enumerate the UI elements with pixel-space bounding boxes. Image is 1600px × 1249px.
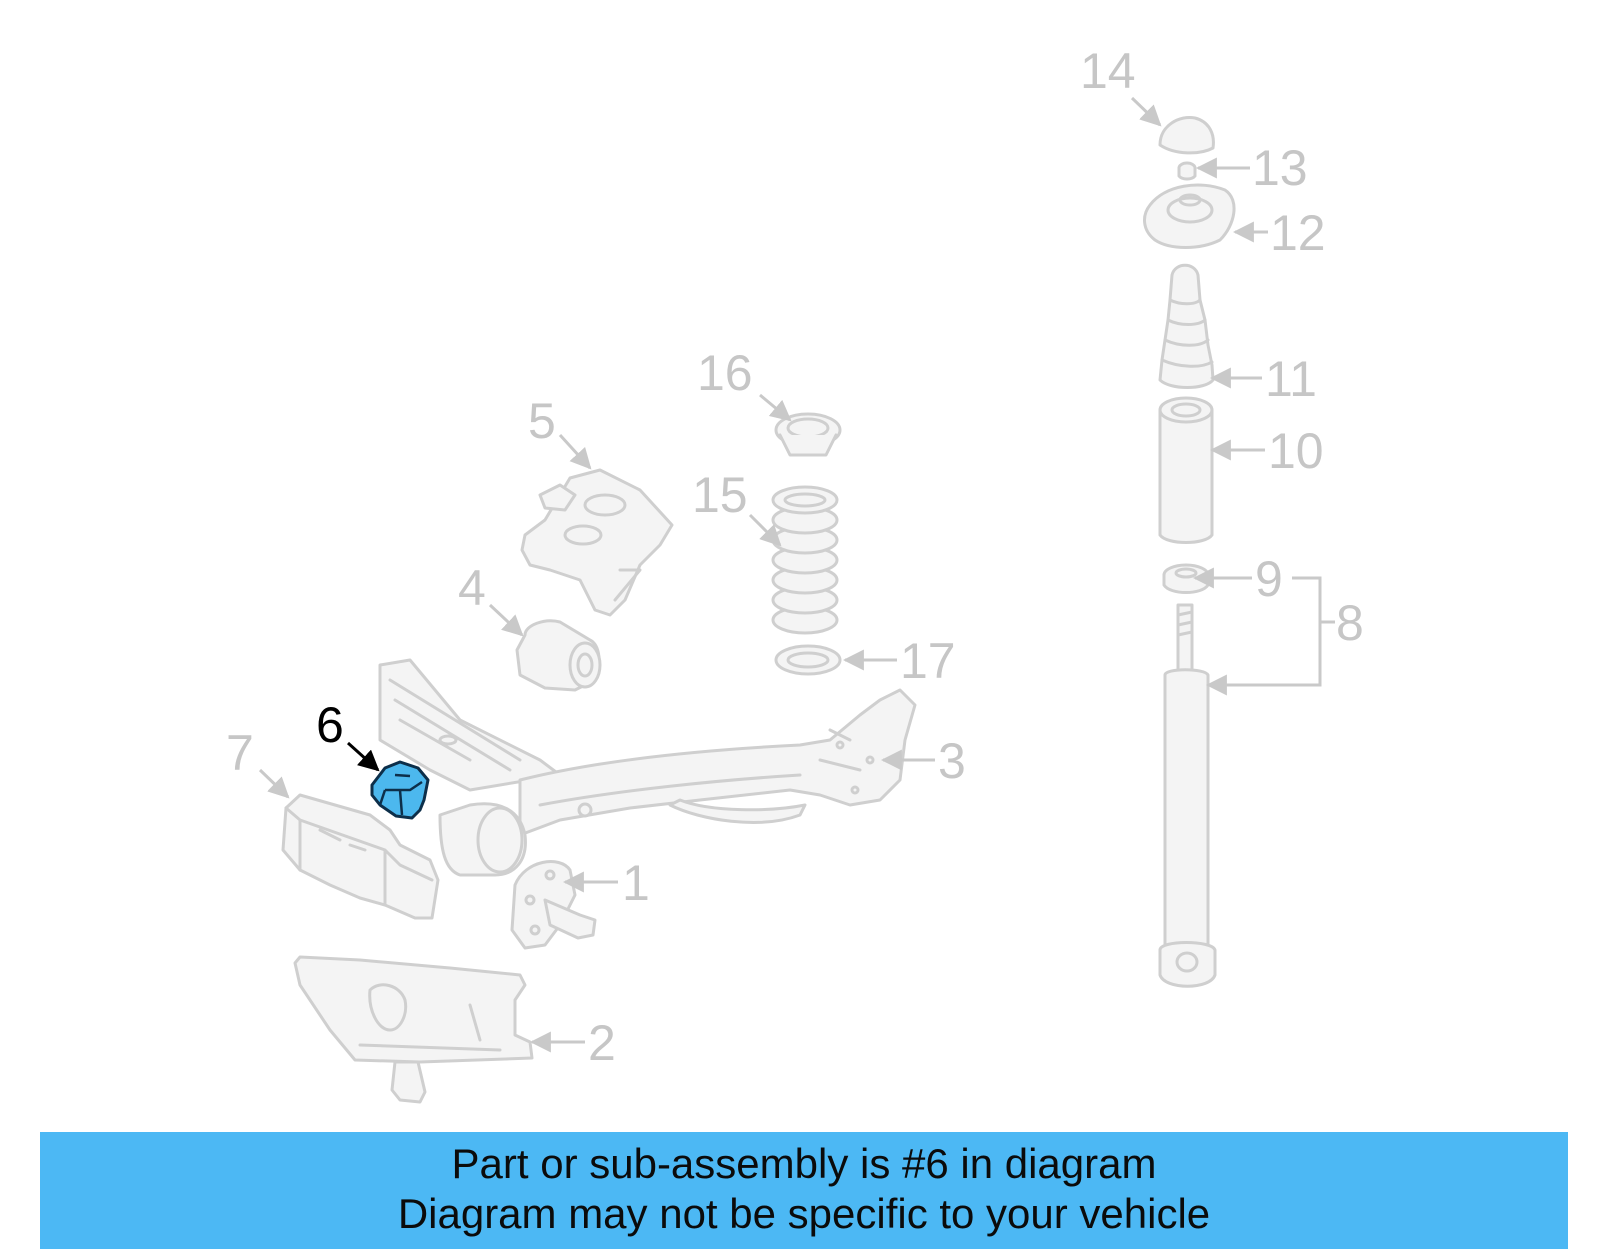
part-11-bump-stop[interactable] — [1158, 263, 1215, 389]
part-2-cover[interactable] — [293, 955, 534, 1104]
callout-4[interactable]: 4 — [458, 560, 486, 616]
callout-labels: 1 2 3 4 5 6 7 8 9 10 11 12 13 14 15 16 1… — [226, 43, 1364, 1071]
callout-2[interactable]: 2 — [588, 1015, 616, 1071]
callout-6[interactable]: 6 — [316, 697, 344, 753]
part-1-stub-axle[interactable] — [510, 860, 597, 950]
callout-3[interactable]: 3 — [938, 733, 966, 789]
part-10-dust-boot[interactable] — [1158, 396, 1214, 544]
callout-1[interactable]: 1 — [622, 855, 650, 911]
part-3-axle-beam[interactable] — [378, 658, 917, 877]
part-7-bracket[interactable] — [281, 793, 440, 920]
callout-7[interactable]: 7 — [226, 725, 254, 781]
part-8-shock-absorber[interactable] — [1158, 603, 1217, 988]
callout-10[interactable]: 10 — [1268, 423, 1324, 479]
part-16-spring-seat[interactable] — [774, 412, 842, 457]
callout-17[interactable]: 17 — [900, 633, 956, 689]
callout-5[interactable]: 5 — [528, 393, 556, 449]
part-6-highlighted[interactable] — [370, 760, 430, 820]
callout-13[interactable]: 13 — [1252, 140, 1308, 196]
callout-14[interactable]: 14 — [1080, 43, 1136, 99]
part-5-mount-bracket[interactable] — [520, 468, 674, 617]
callout-16[interactable]: 16 — [697, 345, 753, 401]
part-17-spring-pad[interactable] — [774, 644, 842, 676]
leader-lines — [258, 96, 1335, 1053]
part-13-nut[interactable] — [1177, 161, 1197, 181]
part-15-coil-spring[interactable] — [771, 485, 839, 635]
banner-line-1: Part or sub-assembly is #6 in diagram — [451, 1140, 1157, 1187]
callout-12[interactable]: 12 — [1270, 205, 1326, 261]
callout-15[interactable]: 15 — [692, 467, 748, 523]
part-12-strut-mount[interactable] — [1143, 183, 1236, 249]
banner-line-2: Diagram may not be specific to your vehi… — [397, 1190, 1211, 1237]
part-4-bushing[interactable] — [515, 619, 602, 692]
callout-9[interactable]: 9 — [1255, 551, 1283, 607]
part-14-cap[interactable] — [1158, 115, 1215, 155]
callout-11[interactable]: 11 — [1265, 351, 1317, 407]
info-banner: Part or sub-assembly is #6 in diagram Di… — [40, 1132, 1568, 1249]
callout-8[interactable]: 8 — [1336, 595, 1364, 651]
